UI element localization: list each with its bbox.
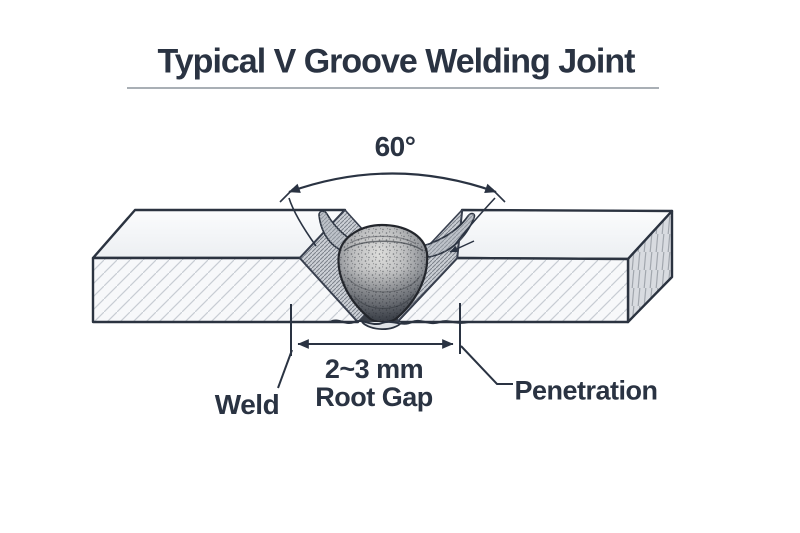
- groove-angle-label: 60°: [374, 131, 416, 162]
- weld-bead: [337, 223, 429, 324]
- angle-arc: [288, 172, 497, 194]
- groove-angle-annotation: [279, 172, 506, 247]
- bevel-annotation-arrow: [449, 240, 475, 253]
- root-gap-caption: Root Gap: [315, 382, 433, 412]
- angle-extension-line-right: [453, 197, 496, 247]
- root-gap-value: 2~3 mm: [324, 354, 424, 384]
- root-gap-label: 2~3 mm Root Gap: [315, 355, 433, 411]
- weld-label: Weld: [214, 389, 280, 420]
- penetration-label: Penetration: [514, 375, 658, 406]
- penetration-leader-line: [460, 345, 513, 385]
- page-title: Typical V Groove Welding Joint: [157, 42, 636, 81]
- root-gap-dimension: [290, 303, 461, 356]
- weld-leader-line: [277, 349, 293, 389]
- root-penetration-bead: [329, 319, 469, 331]
- right-plate: [395, 208, 674, 324]
- right-plate-front-face: [395, 256, 630, 324]
- bead-contour-top: [343, 240, 424, 252]
- title-underline: [127, 87, 659, 89]
- angle-extension-line-left: [288, 197, 317, 247]
